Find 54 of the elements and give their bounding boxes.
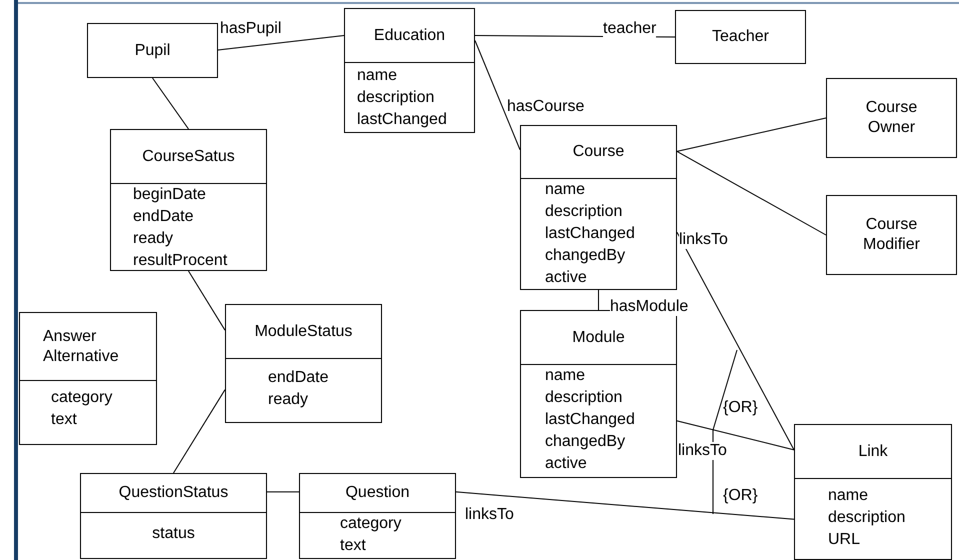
class-box — [225, 304, 382, 423]
attribute-list: category text — [51, 387, 112, 431]
class-box — [87, 23, 218, 78]
association-line — [474, 40, 520, 150]
class-name: ModuleStatus — [254, 322, 352, 342]
association-line — [676, 420, 794, 450]
constraint-label: {OR} — [723, 487, 758, 505]
class-box — [110, 129, 267, 271]
attribute-list: endDate ready — [268, 367, 328, 411]
attribute-list: beginDate endDate ready resultProcent — [133, 184, 228, 272]
class-name: CourseSatus — [142, 146, 235, 166]
association-line — [188, 270, 226, 331]
class-name: Teacher — [712, 27, 769, 47]
class-box — [299, 473, 456, 559]
association-line — [676, 118, 826, 152]
class-name: Pupil — [134, 40, 170, 60]
class-box — [344, 8, 475, 133]
association-line — [676, 150, 826, 236]
association-line — [218, 35, 344, 50]
class-box — [19, 312, 157, 445]
class-name: Course Modifier — [863, 215, 920, 255]
class-name: Module — [572, 328, 625, 348]
class-box — [794, 424, 952, 560]
class-box — [520, 310, 677, 478]
association-line — [598, 290, 599, 310]
class-box — [80, 473, 267, 559]
class-name: Answer Alternative — [43, 326, 119, 366]
class-name: Course Owner — [866, 98, 918, 138]
class-name: Education — [374, 26, 446, 46]
association-line — [266, 491, 300, 492]
association-line — [456, 491, 794, 520]
association-line — [152, 78, 189, 130]
attribute-list: name description URL — [828, 485, 906, 551]
edge-label: linksTo — [679, 231, 728, 249]
attribute-list: name description lastChanged changedBy active — [545, 365, 635, 475]
association-line — [173, 389, 226, 474]
edge-label: linksTo — [678, 442, 727, 460]
class-name: Course — [572, 142, 624, 162]
attribute-list: name description lastChanged changedBy active — [545, 179, 635, 289]
class-box — [826, 195, 957, 275]
attribute-list: category text — [340, 513, 402, 557]
class-name: Link — [858, 442, 888, 462]
class-box — [520, 125, 677, 290]
class-name: QuestionStatus — [118, 483, 228, 503]
attribute-list: status — [152, 523, 195, 545]
association-line — [676, 232, 794, 450]
edge-label: hasModule — [610, 298, 688, 316]
class-box — [675, 10, 806, 64]
class-name: Question — [345, 483, 410, 503]
class-box — [826, 78, 957, 158]
edge-label: teacher — [603, 20, 656, 38]
attribute-list: name description lastChanged — [357, 65, 447, 131]
constraint-label: {OR} — [723, 399, 758, 417]
edge-label: hasPupil — [220, 20, 282, 38]
